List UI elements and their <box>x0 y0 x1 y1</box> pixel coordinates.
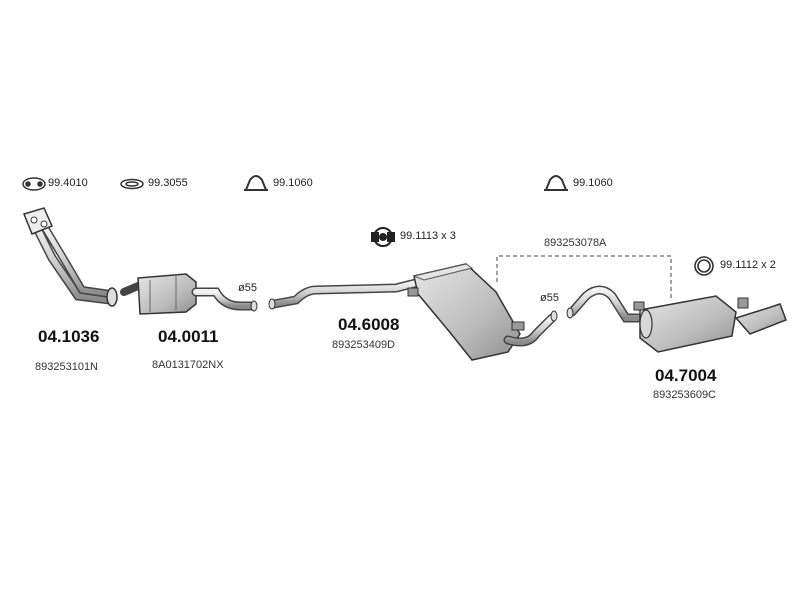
part-oem: 893253101N <box>35 361 99 373</box>
ring-icon <box>120 178 144 190</box>
clamp-icon <box>244 175 268 191</box>
hanger-icon <box>371 227 395 247</box>
gasket-label: 99.4010 <box>48 177 88 189</box>
rear-silencer-shape <box>566 285 787 353</box>
part-number: 04.7004 <box>655 366 717 385</box>
gasket-icon <box>22 177 46 191</box>
clamp-label-2: 99.1060 <box>573 177 613 189</box>
front-pipe-shape <box>22 207 118 307</box>
part-oem: 893253409D <box>332 339 396 351</box>
catalytic-converter-shape <box>120 273 258 315</box>
part-number: 04.6008 <box>338 315 400 334</box>
o-ring-label: 99.1112 x 2 <box>720 259 776 271</box>
diameter-label-2: ø55 <box>540 292 559 304</box>
hanger-label: 99.1113 x 3 <box>400 230 456 242</box>
part-oem: 893253609C <box>653 389 717 401</box>
o-ring-icon <box>694 256 714 276</box>
middle-silencer-shape <box>268 263 558 361</box>
combined-oem-label: 893253078A <box>544 237 607 249</box>
combined-bracket <box>496 255 672 300</box>
diameter-label-1: ø55 <box>238 282 257 294</box>
part-number: 04.1036 <box>38 327 100 346</box>
clamp-label-1: 99.1060 <box>273 177 313 189</box>
ring-label: 99.3055 <box>148 177 188 189</box>
part-oem: 8A0131702NX <box>152 359 224 371</box>
part-number: 04.0011 <box>158 327 219 346</box>
clamp-icon <box>544 175 568 191</box>
